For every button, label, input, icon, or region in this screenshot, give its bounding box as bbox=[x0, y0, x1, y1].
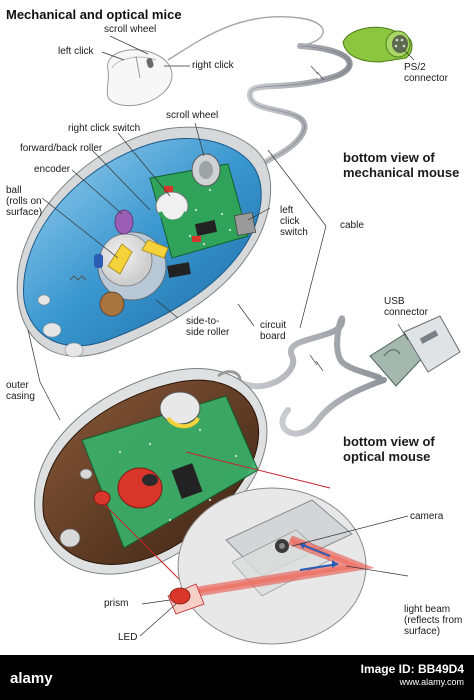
label-right-click: right click bbox=[192, 60, 234, 71]
label-led: LED bbox=[118, 632, 138, 643]
encoder bbox=[114, 209, 134, 235]
small-scroll-wheel bbox=[146, 58, 154, 68]
label-scroll-wheel: scroll wheel bbox=[166, 110, 219, 121]
label-camera: camera bbox=[410, 511, 444, 522]
label-scroll-wheel-top: scroll wheel bbox=[104, 24, 157, 35]
label-outer-casing: outer casing bbox=[6, 380, 35, 402]
label-ps2-connector: PS/2 connector bbox=[404, 62, 448, 84]
label-encoder: encoder bbox=[34, 164, 71, 175]
label-left-click: left click bbox=[58, 46, 94, 57]
heading-optical: bottom view of optical mouse bbox=[343, 434, 435, 464]
led bbox=[169, 587, 191, 605]
label-light-beam: light beam (reflects from surface) bbox=[404, 604, 463, 637]
leader-lines-mechanical bbox=[41, 122, 327, 329]
watermark-logo: alamy bbox=[10, 670, 53, 687]
label-forward-back-roller: forward/back roller bbox=[20, 143, 103, 154]
watermark-info: Image ID: BB49D4 www.alamy.com bbox=[361, 663, 464, 688]
leader-lines-optical bbox=[27, 329, 409, 637]
label-ball: ball (rolls on surface) bbox=[6, 185, 43, 218]
optical-scroll-wheel bbox=[159, 391, 201, 425]
label-prism: prism bbox=[104, 598, 129, 609]
label-circuit-board: circuit board bbox=[260, 320, 287, 342]
watermark-bar bbox=[0, 655, 474, 700]
page-title: Mechanical and optical mice bbox=[6, 7, 182, 22]
mechanical-mouse bbox=[16, 126, 272, 358]
label-side-roller: side-to- side roller bbox=[186, 316, 230, 338]
watermark-site: www.alamy.com bbox=[399, 677, 464, 687]
label-usb-connector: USB connector bbox=[384, 296, 428, 318]
label-left-click-switch: left click switch bbox=[280, 205, 308, 238]
usb-connector bbox=[237, 315, 461, 437]
ps2-connector bbox=[247, 26, 415, 175]
leader-lines-top bbox=[101, 35, 190, 67]
label-right-click-switch: right click switch bbox=[68, 123, 141, 134]
watermark-image-id: Image ID: BB49D4 bbox=[360, 662, 464, 676]
zoom-detail bbox=[167, 487, 375, 645]
heading-mechanical: bottom view of mechanical mouse bbox=[343, 150, 460, 180]
small-mouse bbox=[106, 16, 324, 107]
label-cable: cable bbox=[340, 220, 364, 231]
